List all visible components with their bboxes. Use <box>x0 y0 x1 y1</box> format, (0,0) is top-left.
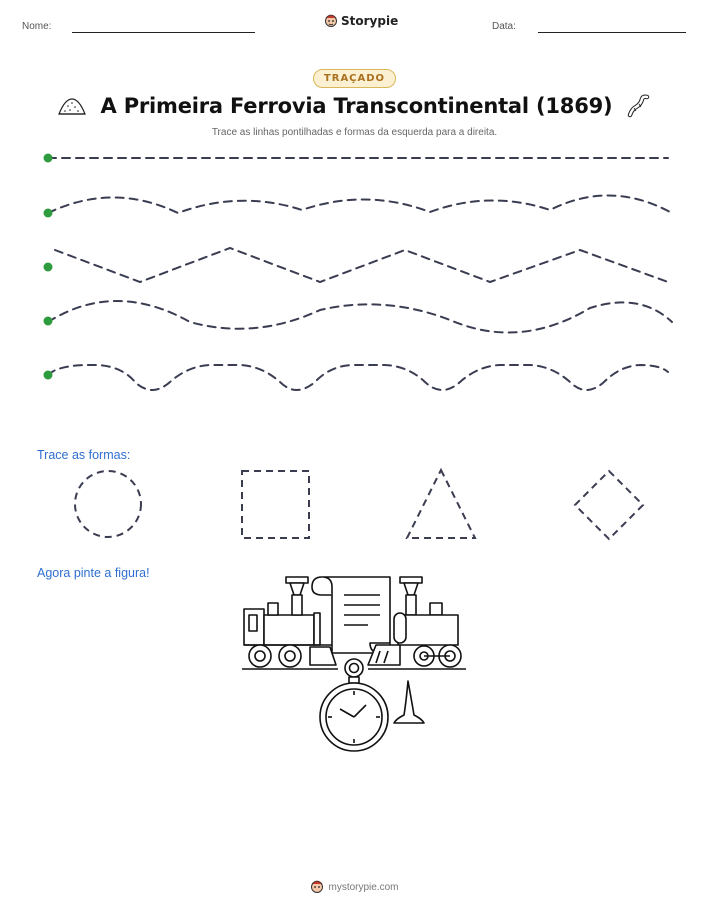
tracing-line-bumps[interactable] <box>47 363 669 391</box>
storypie-mascot-icon <box>325 14 337 27</box>
tracing-line-wave[interactable] <box>47 194 671 215</box>
tracing-line-zigzag[interactable] <box>54 246 669 284</box>
locomotive-icon <box>242 576 338 670</box>
tracing-lines-area <box>43 153 673 391</box>
start-dot <box>43 370 53 380</box>
trace-circle[interactable] <box>74 470 142 538</box>
trace-square[interactable] <box>241 470 310 539</box>
start-dot <box>43 316 53 326</box>
date-label: Data: <box>492 21 516 32</box>
tracing-line-wave-2[interactable] <box>47 300 673 334</box>
name-field[interactable] <box>72 32 255 33</box>
locomotive-icon <box>367 576 466 670</box>
date-field[interactable] <box>538 32 686 33</box>
worm-icon <box>628 94 650 118</box>
scroll-icon <box>311 576 391 654</box>
coloring-figure[interactable] <box>240 573 470 753</box>
shapes-area <box>74 467 645 541</box>
start-dot <box>43 208 53 218</box>
brand-name: Storypie <box>341 14 399 28</box>
start-dot <box>43 153 53 163</box>
trace-triangle[interactable] <box>405 467 477 539</box>
color-heading: Agora pinte a figura! <box>37 566 150 580</box>
footer-url[interactable]: mystorypie.com <box>328 881 399 893</box>
trace-diamond[interactable] <box>573 469 645 541</box>
footer: mystorypie.com <box>0 879 709 895</box>
sand-pile-icon <box>57 98 86 115</box>
badge-row: TRAÇADO <box>0 66 709 88</box>
instructions: Trace as linhas pontilhadas e formas da … <box>211 127 498 138</box>
shapes-heading: Trace as formas: <box>37 448 131 462</box>
storypie-mascot-icon <box>311 880 324 893</box>
name-label: Nome: <box>22 21 52 32</box>
pocket-watch-icon <box>319 658 389 752</box>
brand-logo: Storypie <box>324 13 398 29</box>
title-row: A Primeira Ferrovia Transcontinental (18… <box>0 93 709 119</box>
tracing-badge: TRAÇADO <box>312 69 397 88</box>
railroad-spike-icon <box>393 680 425 724</box>
start-dot <box>43 262 53 272</box>
page-title: A Primeira Ferrovia Transcontinental (18… <box>100 94 613 118</box>
